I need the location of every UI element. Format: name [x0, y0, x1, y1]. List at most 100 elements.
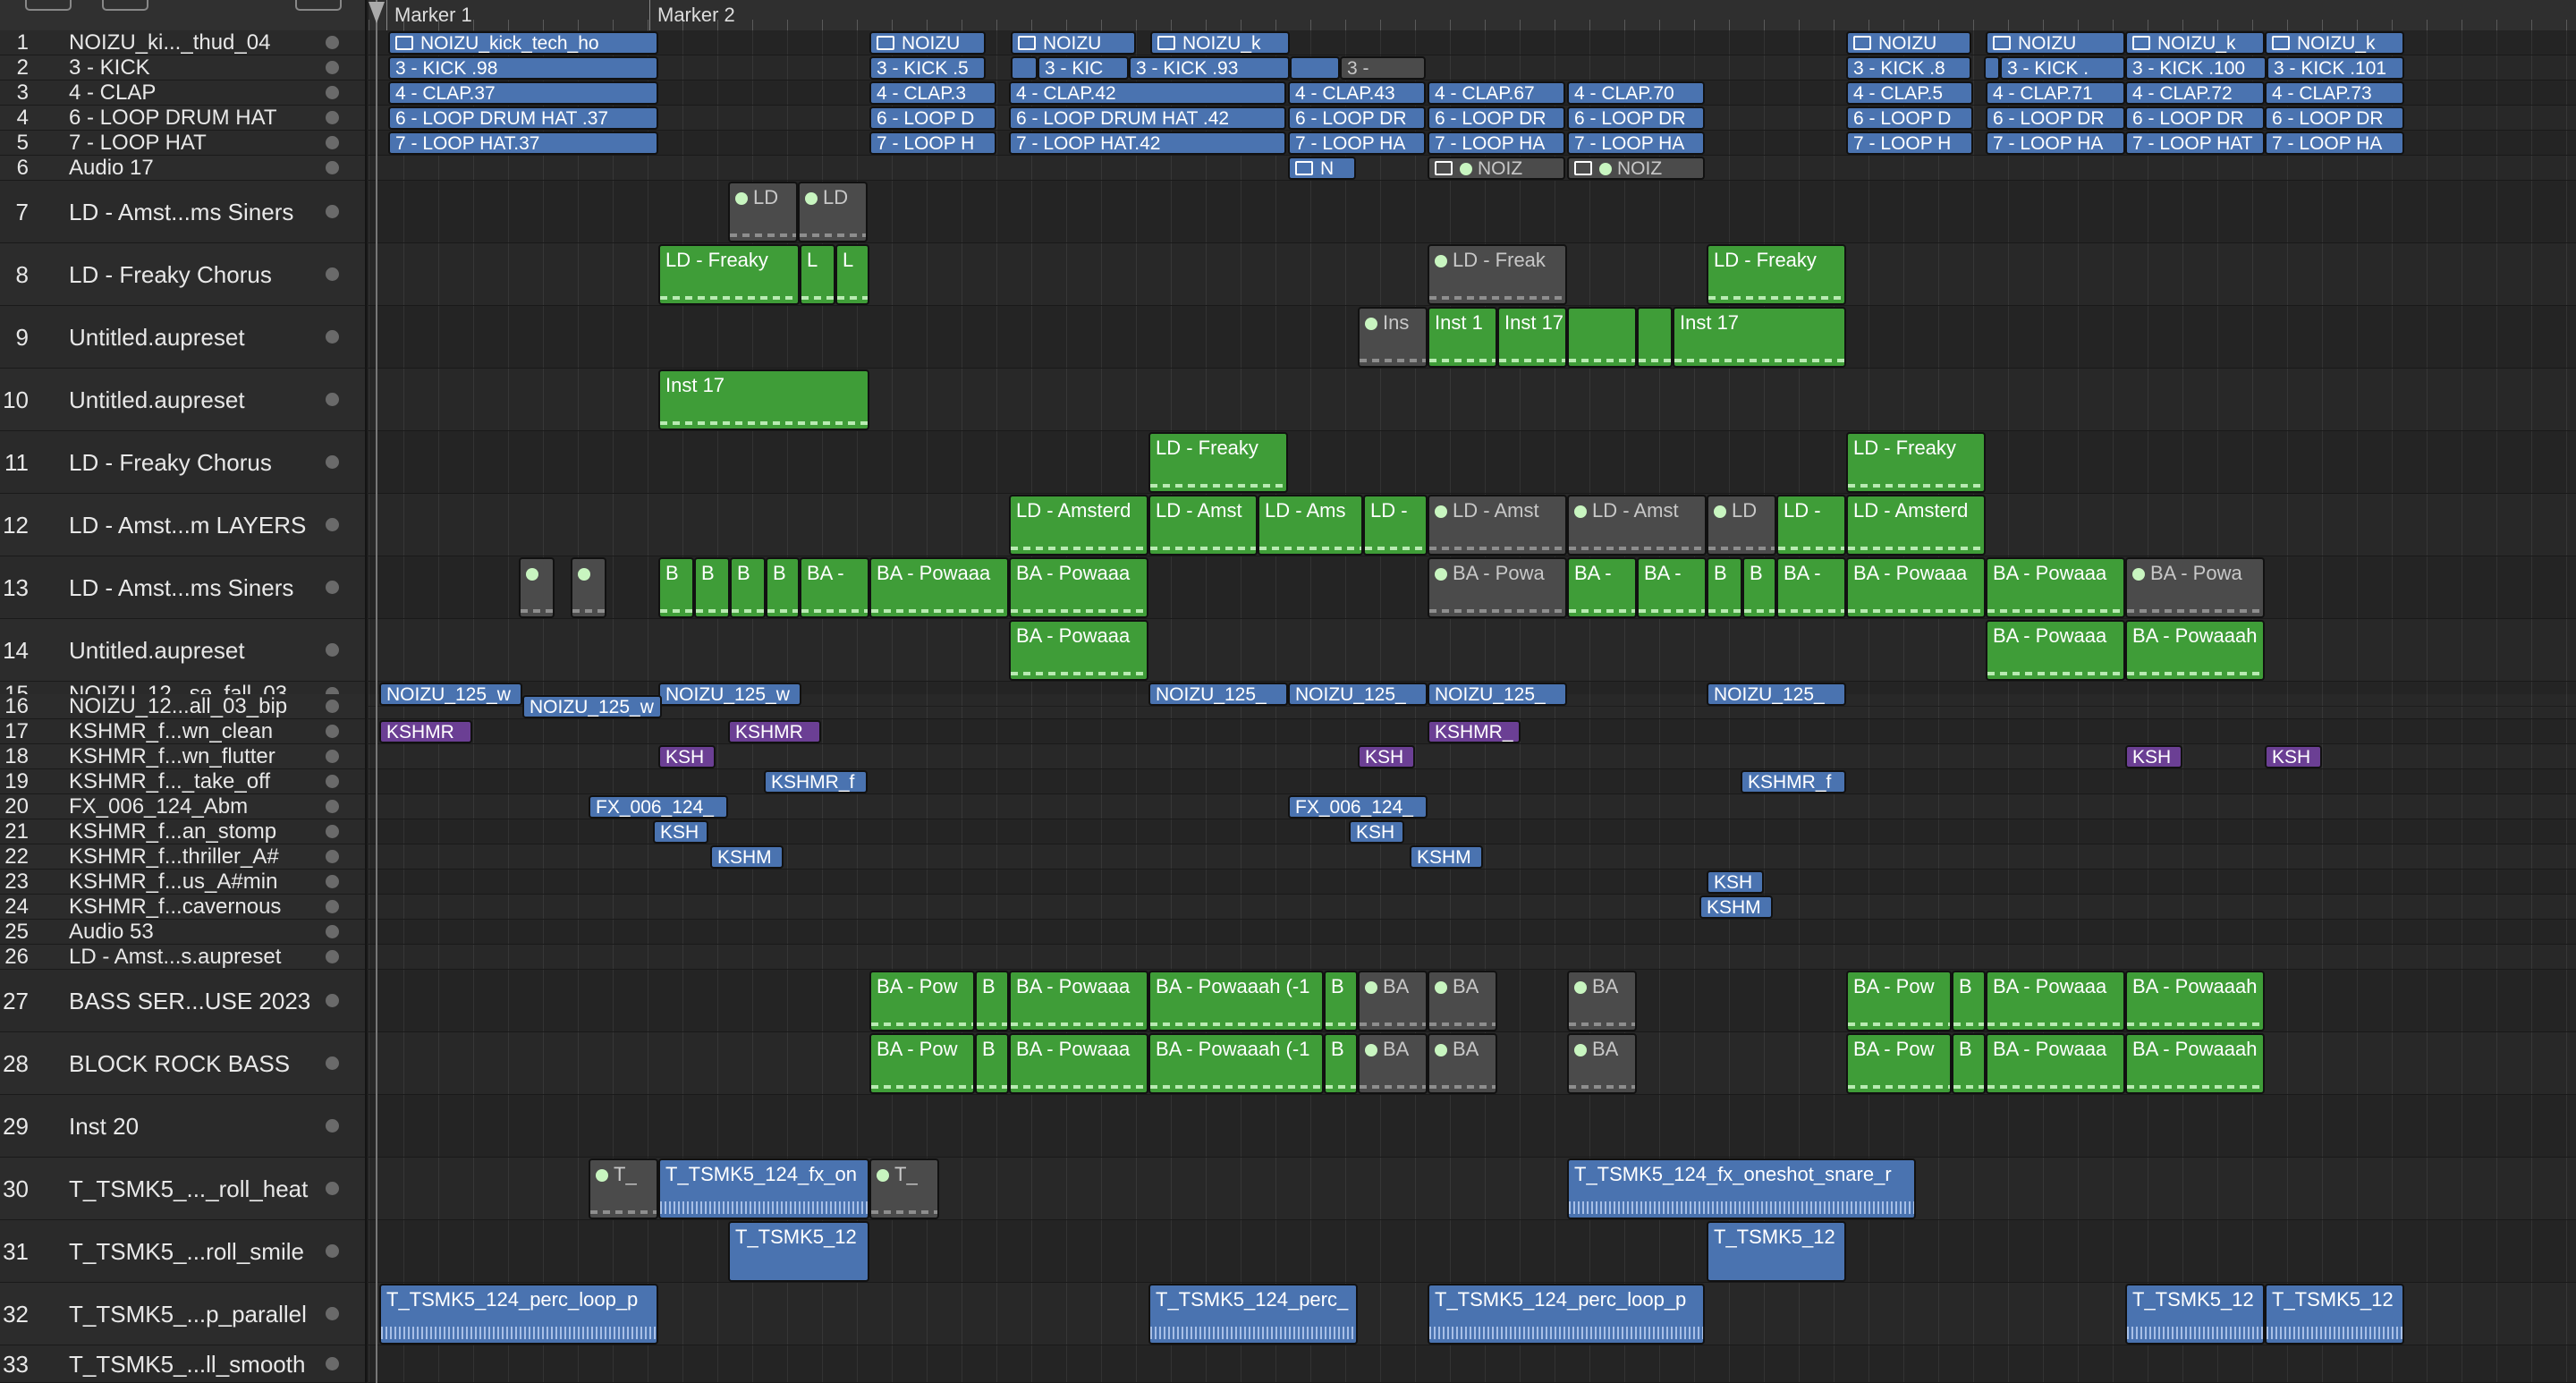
- region[interactable]: B: [1324, 1033, 1358, 1094]
- track-lane[interactable]: [369, 719, 2576, 744]
- region[interactable]: 6 - LOOP D: [1846, 106, 1973, 130]
- track-status-dot[interactable]: [326, 725, 339, 738]
- track-lane[interactable]: [369, 844, 2576, 870]
- track-name[interactable]: LD - Freaky Chorus: [69, 261, 272, 288]
- region[interactable]: BA - Powaaa: [1846, 557, 1986, 618]
- region[interactable]: 7 - LOOP H: [1846, 132, 1973, 155]
- track-name[interactable]: LD - Amst...s.aupreset: [69, 945, 282, 969]
- track-status-dot[interactable]: [326, 700, 339, 713]
- region[interactable]: LD - Freaky: [1707, 244, 1846, 305]
- region[interactable]: BA -: [1567, 557, 1637, 618]
- track-name[interactable]: T_TSMK5_...roll_smile: [69, 1238, 304, 1265]
- track-status-dot[interactable]: [326, 825, 339, 838]
- track-lane[interactable]: [369, 306, 2576, 369]
- region[interactable]: 6 - LOOP DR: [2125, 106, 2265, 130]
- region[interactable]: B: [730, 557, 766, 618]
- track-name[interactable]: KSHMR_f...us_A#min: [69, 870, 278, 894]
- region[interactable]: T_TSMK5_12: [2125, 1284, 2265, 1345]
- track-status-dot[interactable]: [326, 136, 339, 149]
- region[interactable]: NOIZU_125_: [1707, 683, 1846, 706]
- track-name[interactable]: LD - Amst...m LAYERS: [69, 512, 307, 539]
- track-name[interactable]: KSHMR_f...thriller_A#: [69, 844, 279, 869]
- region[interactable]: BA: [1358, 1033, 1428, 1094]
- region[interactable]: 6 - LOOP DR: [1428, 106, 1565, 130]
- region[interactable]: N: [1288, 157, 1356, 180]
- region[interactable]: LD - Amsterd: [1009, 495, 1148, 556]
- region[interactable]: 6 - LOOP DR: [1986, 106, 2125, 130]
- track-status-dot[interactable]: [326, 205, 339, 218]
- track-name[interactable]: Audio 17: [69, 156, 154, 180]
- region[interactable]: LD - Amst: [1148, 495, 1258, 556]
- region[interactable]: BA - Pow: [869, 1033, 975, 1094]
- track-lane[interactable]: [369, 819, 2576, 844]
- track-status-dot[interactable]: [326, 86, 339, 99]
- track-lane[interactable]: [369, 619, 2576, 682]
- region[interactable]: [519, 557, 555, 618]
- region[interactable]: B: [975, 971, 1009, 1031]
- track-status-dot[interactable]: [326, 393, 339, 406]
- region[interactable]: 4 - CLAP.67: [1428, 81, 1565, 105]
- region[interactable]: KSH: [2125, 745, 2182, 768]
- region[interactable]: NOIZU_k: [2265, 31, 2404, 55]
- region[interactable]: 7 - LOOP HAT.37: [388, 132, 658, 155]
- region[interactable]: LD - Ams: [1258, 495, 1363, 556]
- track-status-dot[interactable]: [326, 750, 339, 763]
- region[interactable]: KSHMR_f: [764, 770, 868, 793]
- region[interactable]: LD -: [1776, 495, 1846, 556]
- track-name[interactable]: T_TSMK5_...p_parallel: [69, 1301, 307, 1328]
- track-lane[interactable]: [369, 1345, 2576, 1383]
- region[interactable]: BA -: [1637, 557, 1707, 618]
- region[interactable]: LD - Amst: [1567, 495, 1707, 556]
- region[interactable]: BA - Powaaa: [1986, 1033, 2125, 1094]
- region[interactable]: 7 - LOOP H: [869, 132, 996, 155]
- region[interactable]: BA - Powaaah: [2125, 971, 2265, 1031]
- track-lane[interactable]: [369, 920, 2576, 945]
- playhead-handle[interactable]: [369, 2, 385, 23]
- region[interactable]: 7 - LOOP HA: [2265, 132, 2404, 155]
- region[interactable]: T_: [869, 1158, 939, 1219]
- region[interactable]: [1637, 307, 1673, 368]
- region[interactable]: KSHMR: [379, 720, 472, 743]
- region[interactable]: BA - Powaaa: [1009, 557, 1148, 618]
- region[interactable]: NOIZU_125_w: [522, 695, 662, 718]
- track-lane[interactable]: [369, 895, 2576, 920]
- track-lane[interactable]: [369, 156, 2576, 181]
- region[interactable]: [1567, 307, 1637, 368]
- region[interactable]: T_TSMK5_12: [1707, 1221, 1846, 1282]
- track-name[interactable]: T_TSMK5_...ll_smooth: [69, 1351, 306, 1378]
- track-name[interactable]: 4 - CLAP: [69, 81, 157, 105]
- region[interactable]: BA: [1358, 971, 1428, 1031]
- region[interactable]: BA: [1428, 971, 1497, 1031]
- region[interactable]: LD - Freaky: [1148, 432, 1288, 493]
- region[interactable]: T_TSMK5_12: [2265, 1284, 2404, 1345]
- region[interactable]: L: [800, 244, 835, 305]
- region[interactable]: 4 - CLAP.71: [1986, 81, 2125, 105]
- track-status-dot[interactable]: [326, 925, 339, 938]
- track-lane[interactable]: [369, 243, 2576, 306]
- track-status-dot[interactable]: [326, 581, 339, 594]
- region[interactable]: BA: [1567, 971, 1637, 1031]
- marker-1[interactable]: Marker 1: [386, 0, 472, 30]
- region[interactable]: BA - Powaaa: [1986, 971, 2125, 1031]
- region[interactable]: LD: [798, 182, 868, 242]
- region[interactable]: BA - Powaaa: [1986, 620, 2125, 681]
- track-lane[interactable]: [369, 970, 2576, 1032]
- region[interactable]: KSH: [2265, 745, 2322, 768]
- track-name[interactable]: 3 - KICK: [69, 55, 150, 80]
- region[interactable]: FX_006_124_: [589, 795, 728, 819]
- region[interactable]: Inst 1: [1428, 307, 1497, 368]
- region[interactable]: 6 - LOOP DR: [1567, 106, 1705, 130]
- region[interactable]: B: [1952, 971, 1986, 1031]
- region[interactable]: 4 - CLAP.73: [2265, 81, 2404, 105]
